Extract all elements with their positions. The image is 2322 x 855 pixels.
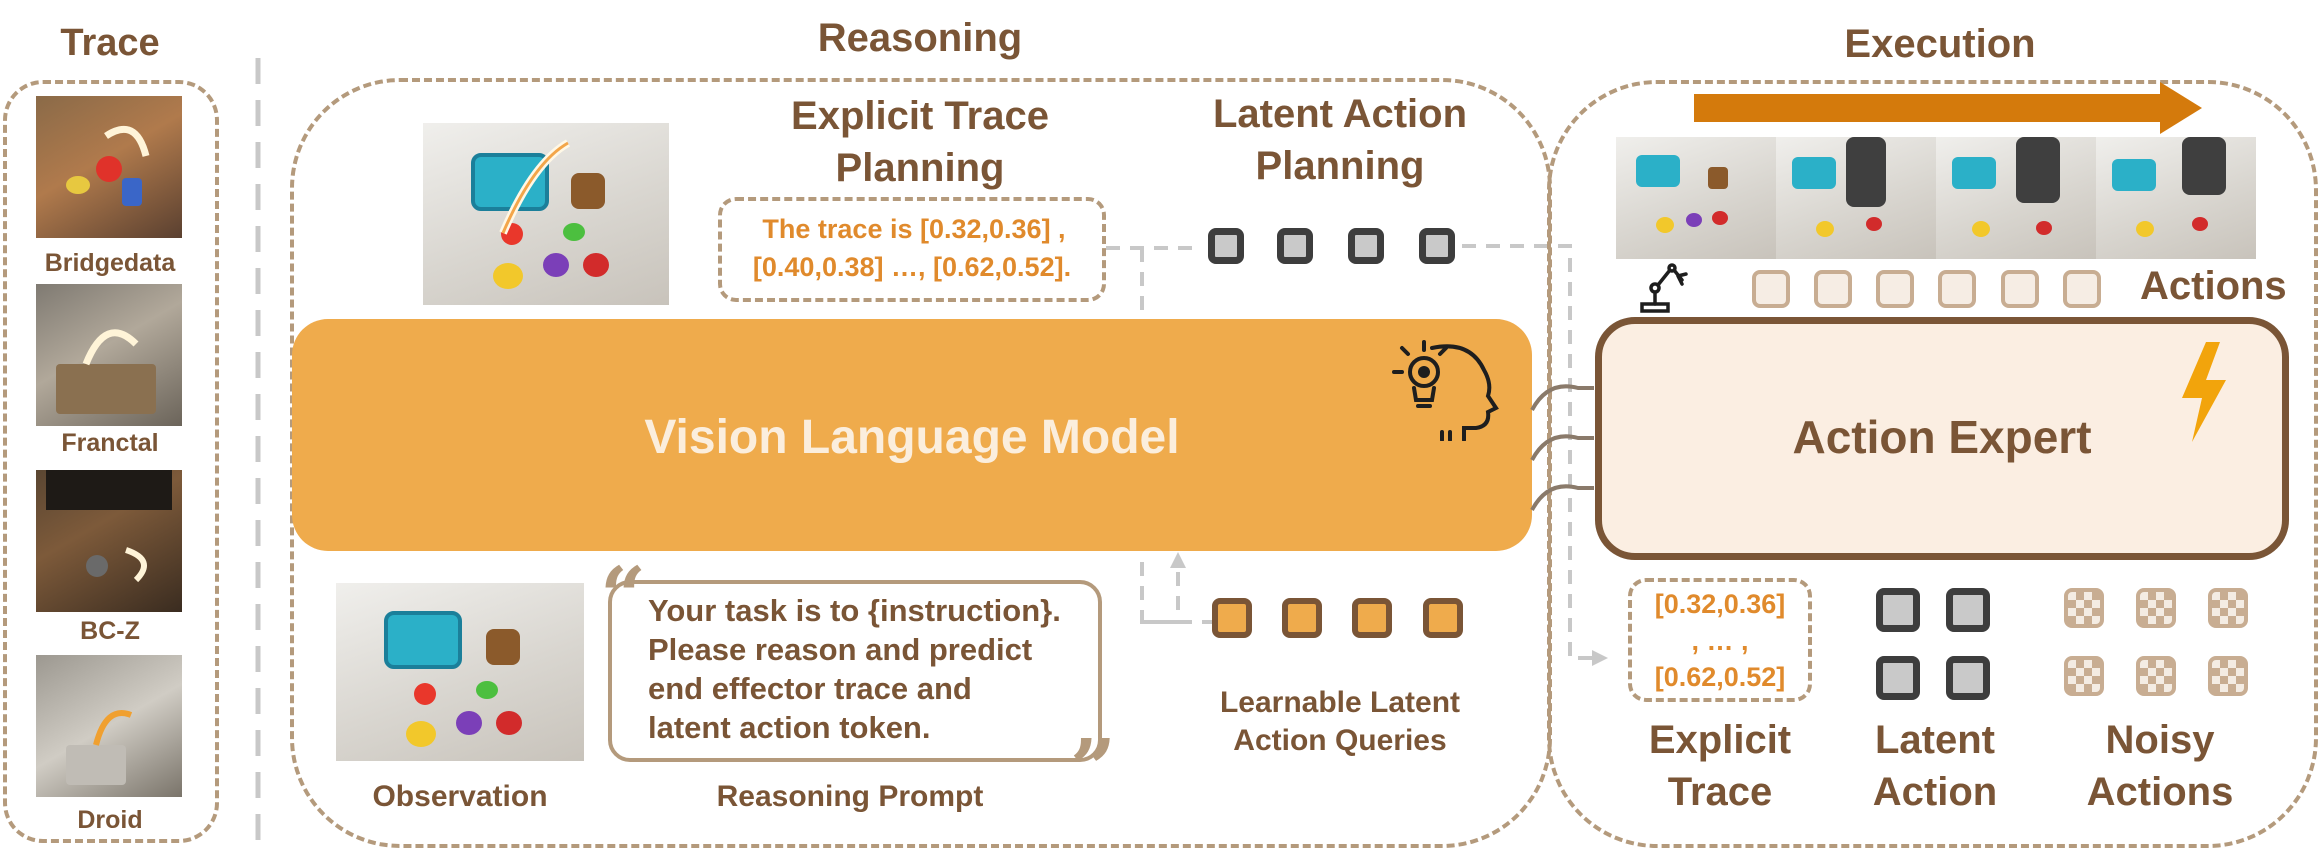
queries-label-line1: Learnable Latent <box>1140 686 1540 720</box>
robot-arm-icon <box>1638 262 1690 314</box>
explicit-trace-label-line1: Explicit <box>1620 718 1820 763</box>
noisy-token-5 <box>2136 656 2176 696</box>
vlm-expert-connectors <box>1528 360 1598 530</box>
latent-query-token-3 <box>1352 598 1392 638</box>
reasoning-prompt-label: Reasoning Prompt <box>640 780 1060 814</box>
execution-trace-line2: , … , <box>1628 626 1812 657</box>
noisy-token-2 <box>2136 588 2176 628</box>
action-token-2 <box>1814 270 1852 308</box>
execution-latent-token-2 <box>1946 588 1990 632</box>
explicit-trace-label-line2: Trace <box>1620 770 1820 815</box>
execution-trace-line1: [0.32,0.36] <box>1628 589 1812 620</box>
lightning-icon <box>2180 342 2228 442</box>
action-token-6 <box>2063 270 2101 308</box>
vlm-label: Vision Language Model <box>292 410 1532 465</box>
observation-image <box>336 583 584 761</box>
execution-frame-3 <box>1936 137 2096 259</box>
latent-action-label-line2: Action <box>1835 770 2035 815</box>
action-token-1 <box>1752 270 1790 308</box>
execution-frame-2 <box>1776 137 1936 259</box>
action-token-3 <box>1876 270 1914 308</box>
execution-latent-token-3 <box>1876 656 1920 700</box>
prompt-text-line2: Please reason and predict <box>648 632 1032 668</box>
noisy-token-4 <box>2064 656 2104 696</box>
time-arrow <box>1694 82 2204 134</box>
actions-label: Actions <box>2140 264 2300 309</box>
noisy-token-6 <box>2208 656 2248 696</box>
prompt-text-line3: end effector trace and <box>648 671 972 707</box>
prompt-text-line1: Your task is to {instruction}. <box>648 593 1061 629</box>
execution-frame-4 <box>2096 137 2256 259</box>
action-token-4 <box>1938 270 1976 308</box>
latent-query-token-4 <box>1423 598 1463 638</box>
noisy-actions-label-line2: Actions <box>2060 770 2260 815</box>
latent-action-label-line1: Latent <box>1835 718 2035 763</box>
execution-latent-token-1 <box>1876 588 1920 632</box>
queries-label-line2: Action Queries <box>1140 724 1540 758</box>
execution-frame-1 <box>1616 137 1776 259</box>
execution-title: Execution <box>1740 22 2140 67</box>
brain-lightbulb-icon <box>1392 336 1502 441</box>
noisy-actions-label-line1: Noisy <box>2060 718 2260 763</box>
execution-trace-line3: [0.62,0.52] <box>1628 662 1812 693</box>
noisy-token-1 <box>2064 588 2104 628</box>
noisy-token-3 <box>2208 588 2248 628</box>
quote-close-mark: ” <box>1070 728 1116 808</box>
latent-query-token-2 <box>1282 598 1322 638</box>
action-token-5 <box>2001 270 2039 308</box>
prompt-text-line4: latent action token. <box>648 710 930 746</box>
observation-label: Observation <box>336 780 584 814</box>
latent-query-token-1 <box>1212 598 1252 638</box>
execution-latent-token-4 <box>1946 656 1990 700</box>
